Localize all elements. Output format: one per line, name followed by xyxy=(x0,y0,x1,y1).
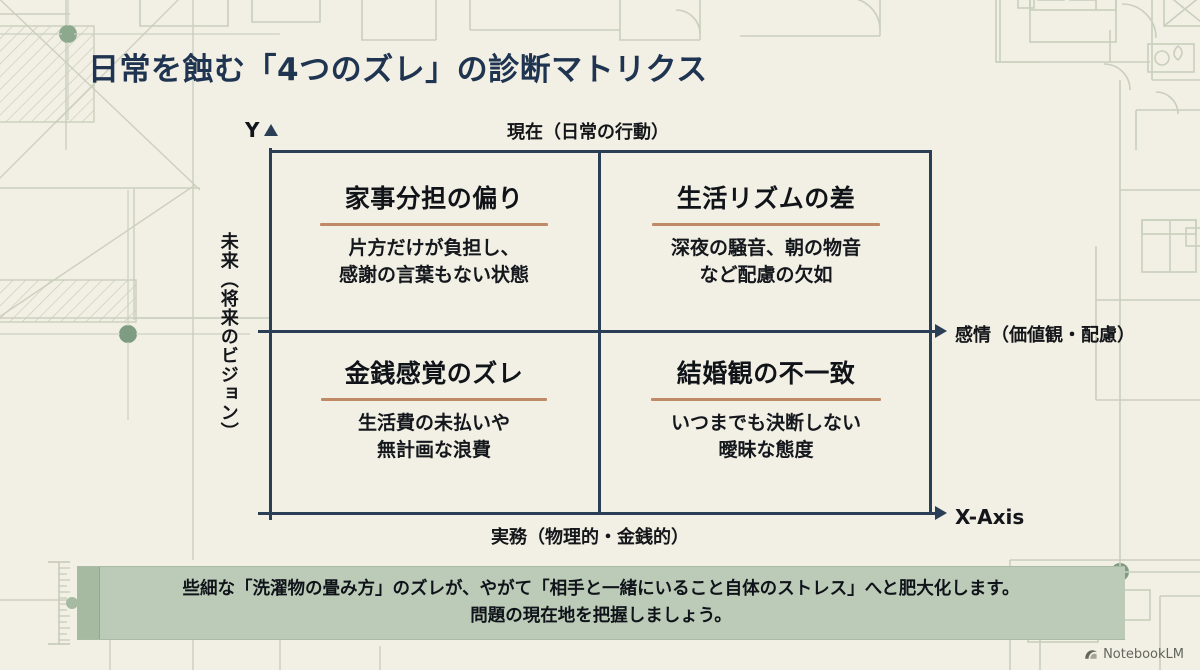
quadrant-description-line-2: など配慮の欠如 xyxy=(699,263,833,286)
bottom-axis-label: 実務（物理的・金銭的） xyxy=(491,527,689,548)
emotion-axis-arrow-icon xyxy=(935,324,947,338)
quadrant-bottom-left: 金銭感覚のズレ 生活費の未払いや 無計画な浪費 xyxy=(286,359,582,464)
quadrant-description: 深夜の騒音、朝の物音 など配慮の欠如 xyxy=(616,235,916,289)
quadrant-description-line-2: 曖昧な態度 xyxy=(718,438,814,461)
y-axis-vertical-label: 未来（将来のビジョン） xyxy=(217,232,239,441)
watermark-label: NotebookLM xyxy=(1103,647,1184,662)
quadrant-description-line-1: いつまでも決断しない xyxy=(670,411,861,434)
quadrant-divider-rule xyxy=(651,397,881,401)
quadrant-title: 生活リズムの差 xyxy=(676,184,856,213)
x-axis-arrow-icon xyxy=(935,506,947,520)
y-axis-letter-label: Y xyxy=(245,118,260,142)
x-axis-line xyxy=(258,512,937,515)
x-axis-name-label: X-Axis xyxy=(955,505,1025,529)
quadrant-description-line-1: 生活費の未払いや xyxy=(357,411,510,434)
quadrant-title: 金銭感覚のズレ xyxy=(344,359,524,388)
footer-banner: 些細な「洗濯物の畳み方」のズレが、やがて「相手と一緒にいること自体のストレス」へ… xyxy=(77,566,1125,640)
notebooklm-icon xyxy=(1085,649,1097,659)
quadrant-description-line-2: 無計画な浪費 xyxy=(376,438,491,461)
footer-message-line-2: 問題の現在地を把握しましょう。 xyxy=(470,606,732,626)
quadrant-divider-rule xyxy=(320,222,548,226)
quadrant-divider-rule xyxy=(321,397,547,401)
ruler-ornament-icon xyxy=(48,561,78,645)
footer-message-line-1: 些細な「洗濯物の畳み方」のズレが、やがて「相手と一緒にいること自体のストレス」へ… xyxy=(182,578,1020,599)
quadrant-title: 結婚観の不一致 xyxy=(676,359,856,388)
quadrant-description: 生活費の未払いや 無計画な浪費 xyxy=(286,410,582,464)
y-axis-arrow-icon xyxy=(264,124,278,136)
top-axis-label: 現在（日常の行動） xyxy=(507,122,669,143)
footer-message: 些細な「洗濯物の畳み方」のズレが、やがて「相手と一緒にいること自体のストレス」へ… xyxy=(146,576,1055,630)
quadrant-description-line-1: 深夜の騒音、朝の物音 xyxy=(670,236,861,259)
quadrant-description: 片方だけが負担し、 感謝の言葉もない状態 xyxy=(286,235,582,289)
notebooklm-watermark: NotebookLM xyxy=(1084,647,1184,662)
quadrant-bottom-right: 結婚観の不一致 いつまでも決断しない 曖昧な態度 xyxy=(616,359,916,464)
quadrant-top-left: 家事分担の偏り 片方だけが負担し、 感謝の言葉もない状態 xyxy=(286,184,582,289)
matrix-horizontal-divider xyxy=(258,330,937,333)
quadrant-title: 家事分担の偏り xyxy=(344,184,524,213)
quadrant-divider-rule xyxy=(652,222,880,226)
quadrant-top-right: 生活リズムの差 深夜の騒音、朝の物音 など配慮の欠如 xyxy=(616,184,916,289)
footer-accent-bar xyxy=(77,567,100,639)
quadrant-description-line-2: 感謝の言葉もない状態 xyxy=(338,263,529,286)
y-axis-line xyxy=(269,148,272,520)
quadrant-description-line-1: 片方だけが負担し、 xyxy=(348,236,520,259)
page-title: 日常を蝕む「4つのズレ」の診断マトリクス xyxy=(88,52,708,88)
quadrant-description: いつまでも決断しない 曖昧な態度 xyxy=(616,410,916,464)
right-axis-label: 感情（価値観・配慮） xyxy=(955,325,1135,346)
